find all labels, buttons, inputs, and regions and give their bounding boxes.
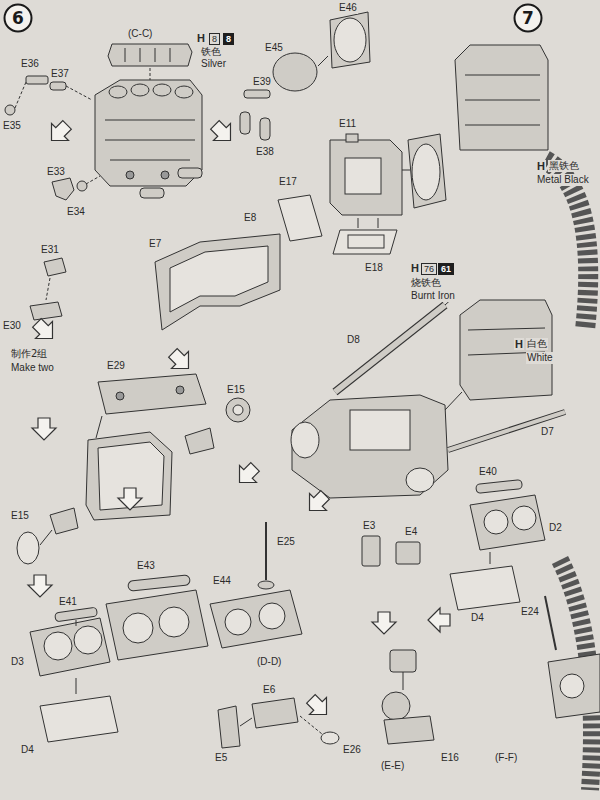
part-number: E15 [10, 510, 30, 522]
step-number: 6 [3, 8, 33, 28]
paint-code: 8 [223, 33, 234, 45]
part-number: E38 [255, 146, 275, 158]
part-number: E46 [338, 2, 358, 14]
note: 铁色 [200, 46, 222, 58]
part-number: E17 [278, 176, 298, 188]
part-number: E43 [136, 560, 156, 572]
part-number: E16 [440, 752, 460, 764]
part-number: Silver [200, 58, 227, 70]
part-number: D7 [540, 426, 555, 438]
part-number: D3 [10, 656, 25, 668]
part-number: E29 [106, 360, 126, 372]
part-number: E7 [148, 238, 162, 250]
part-number: E18 [364, 262, 384, 274]
part-number: E31 [40, 244, 60, 256]
part-number: E3 [362, 520, 376, 532]
part-number: D2 [548, 522, 563, 534]
part-number: (E-E) [380, 760, 405, 772]
part-number: E4 [404, 526, 418, 538]
part-number: White [526, 352, 554, 364]
part-number: E24 [520, 606, 540, 618]
part-number: E5 [214, 752, 228, 764]
part-number: E36 [20, 58, 40, 70]
note: 制作2组 [10, 348, 48, 360]
step-circle: 7 [513, 3, 543, 33]
part-number: E8 [243, 212, 257, 224]
paint-code: H [410, 262, 420, 274]
note: 烧铁色 [410, 277, 442, 289]
step-circle: 6 [3, 3, 33, 33]
part-number: (D-D) [256, 656, 282, 668]
part-number: E37 [50, 68, 70, 80]
paint-code: 8 [209, 33, 220, 45]
part-number: E34 [66, 206, 86, 218]
part-number: D4 [470, 612, 485, 624]
part-number: E11 [338, 118, 357, 130]
part-number: D4 [20, 744, 35, 756]
part-number: E6 [262, 684, 276, 696]
note: 黑铁色 [548, 160, 580, 172]
part-number: E35 [2, 120, 22, 132]
part-number: E45 [264, 42, 284, 54]
paint-code: 76 [421, 263, 437, 275]
part-number: E25 [276, 536, 296, 548]
part-number: (C-C) [127, 28, 153, 40]
part-number: (F-F) [494, 752, 518, 764]
part-number: E41 [58, 596, 78, 608]
part-number: E39 [252, 76, 272, 88]
part-number: Make two [10, 362, 55, 374]
paint-code: H [196, 32, 206, 44]
part-number: Burnt Iron [410, 290, 456, 302]
part-number: E40 [478, 466, 498, 478]
part-number: D8 [346, 334, 361, 346]
part-number: E44 [212, 575, 232, 587]
step-number: 7 [513, 8, 543, 28]
part-number: Metal Black [536, 174, 590, 186]
paint-code: H [536, 160, 546, 172]
part-number: E30 [2, 320, 22, 332]
paint-code: H [514, 338, 524, 350]
paint-code: 61 [438, 263, 454, 275]
part-number: E26 [342, 744, 362, 756]
part-number: E33 [46, 166, 66, 178]
note: 白色 [526, 338, 548, 350]
part-number: E15 [226, 384, 246, 396]
